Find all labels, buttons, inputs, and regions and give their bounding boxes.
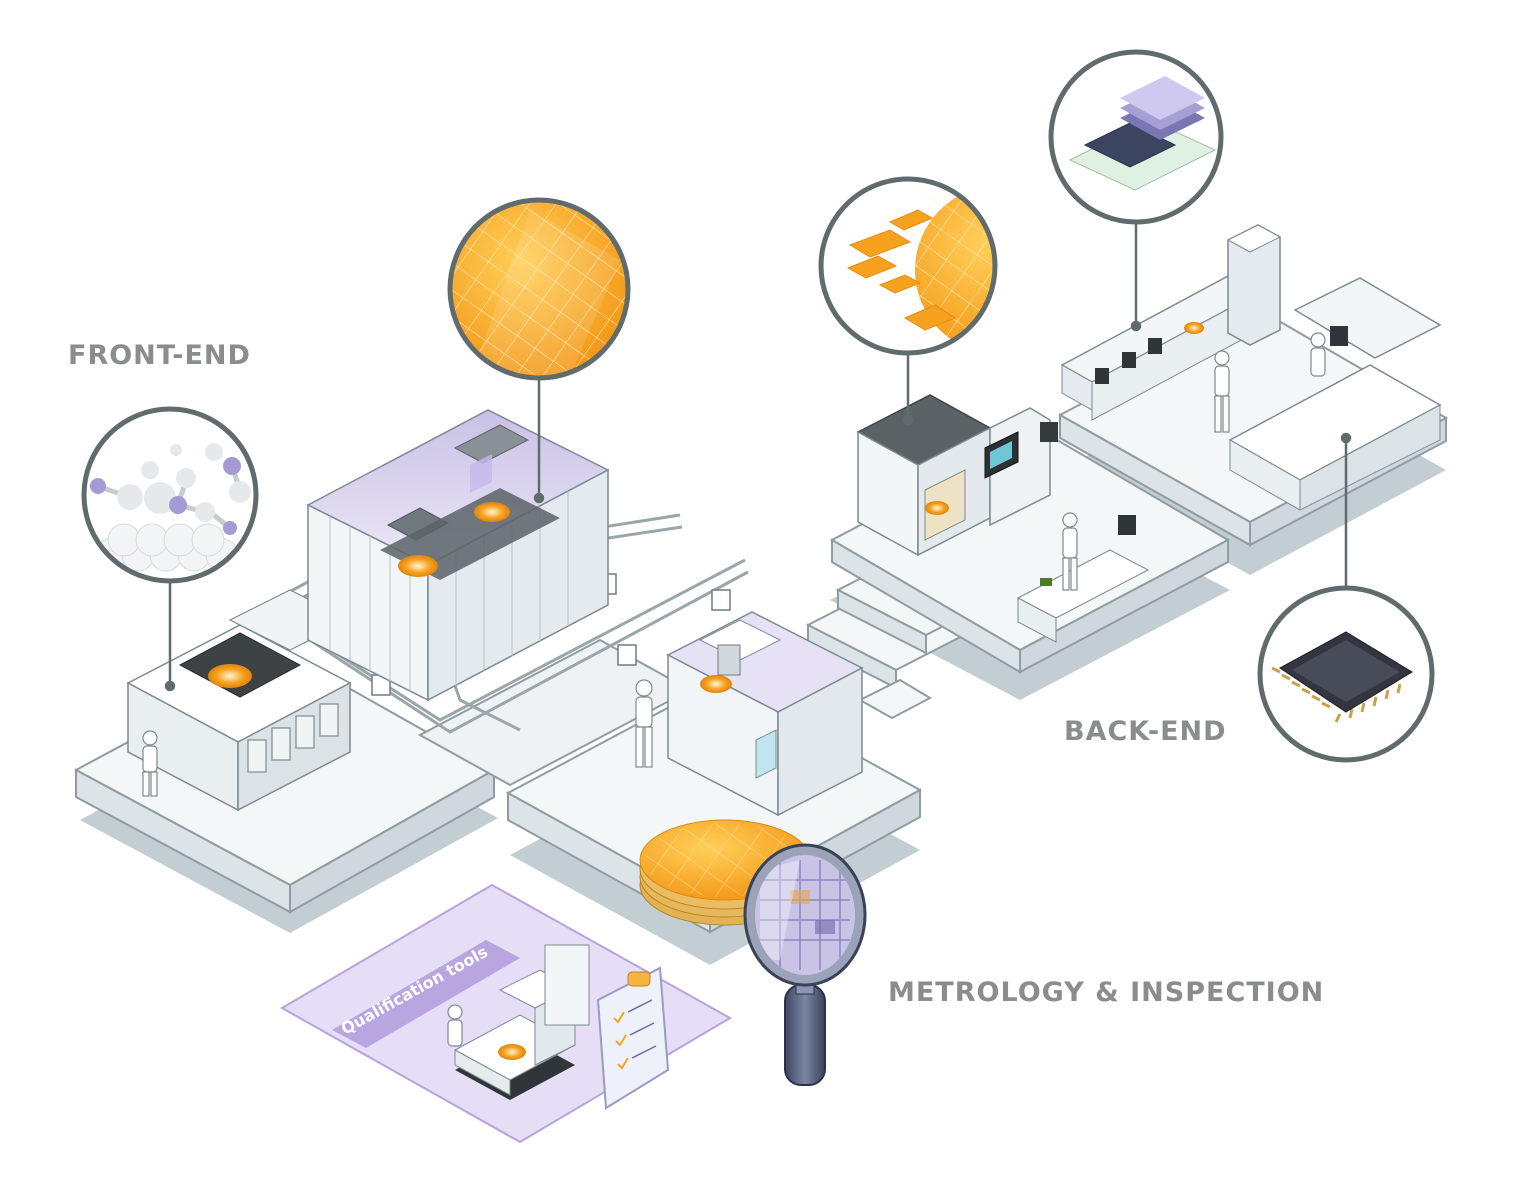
packaging-line: [1060, 224, 1442, 511]
qualification-machine: [453, 944, 590, 1100]
back-end-label: BACK-END: [1064, 716, 1227, 747]
dicing-saw: [856, 394, 1058, 557]
workstation: [1016, 515, 1150, 643]
worker-back-end-1: [1062, 512, 1078, 591]
die-singulation-icon: [818, 176, 998, 356]
chip-package-icon: [1257, 585, 1435, 763]
worker-middle: [635, 679, 653, 768]
worker-back-end-2: [1214, 350, 1230, 433]
worker-front-end: [142, 730, 158, 797]
checklist-icon: [596, 966, 670, 1110]
worker-back-end-3: [1310, 332, 1326, 377]
metrology-inspection-label: METROLOGY & INSPECTION: [888, 977, 1325, 1008]
magnifier-icon: [743, 843, 867, 1086]
wafer-icon: [447, 197, 631, 381]
stacked-package-icon: [1048, 49, 1224, 225]
front-end-label: FRONT-END: [68, 340, 251, 371]
etch-tool: [666, 611, 864, 817]
qualification-worker: [447, 1004, 463, 1047]
lithography-tool: [306, 409, 610, 702]
cleanroom-workers: [142, 332, 1326, 797]
callout-leaders: [164, 222, 1352, 692]
molecules-icon: [81, 406, 259, 584]
qualification-area: Qualification tools: [279, 883, 733, 1144]
